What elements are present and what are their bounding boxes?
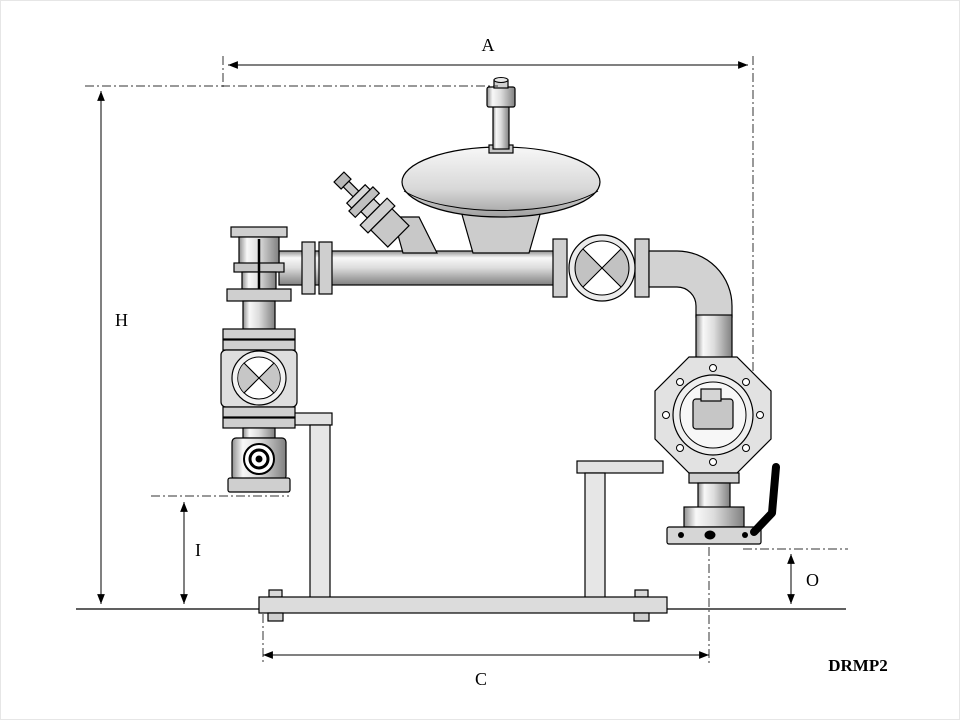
regulator-dome-seam bbox=[403, 190, 599, 211]
base-foot-right bbox=[633, 612, 650, 622]
lever-handle bbox=[750, 463, 780, 536]
regulator-stem bbox=[492, 104, 510, 150]
pilot-relief-valve bbox=[333, 171, 438, 254]
frame-right-column bbox=[584, 472, 606, 600]
pipe-flange-left-2 bbox=[318, 241, 333, 295]
dimension-h: H bbox=[85, 85, 498, 604]
pipe-flange-left-1 bbox=[301, 241, 316, 295]
dimension-a: A bbox=[222, 35, 754, 371]
outlet-flange-assembly bbox=[666, 472, 762, 545]
inlet-vertical-assembly bbox=[220, 226, 298, 493]
dimension-h-label: H bbox=[115, 310, 128, 330]
outlet-ball-valve bbox=[654, 356, 772, 474]
dimension-i-label: I bbox=[195, 540, 201, 560]
dimension-i: I bbox=[151, 495, 289, 604]
regulator-cap bbox=[486, 86, 516, 108]
base-foot-left bbox=[267, 612, 284, 622]
flow-indicator-valve bbox=[220, 349, 298, 408]
valve-actuator bbox=[692, 398, 734, 430]
butterfly-sight-valve bbox=[552, 234, 650, 302]
dimension-c: C bbox=[262, 547, 710, 689]
dimension-a-label: A bbox=[482, 35, 495, 55]
outlet-port bbox=[704, 530, 716, 540]
regulator-dome bbox=[401, 146, 601, 218]
support-frame bbox=[283, 412, 664, 600]
dimension-o: O bbox=[743, 548, 848, 604]
frame-right-shelf bbox=[576, 460, 664, 474]
dimension-c-label: C bbox=[475, 669, 487, 689]
model-label: DRMP2 bbox=[828, 656, 887, 675]
frame-left-column bbox=[309, 424, 331, 600]
base-plate-body bbox=[258, 596, 668, 614]
dimension-o-label: O bbox=[806, 570, 819, 590]
inlet-bottom-flange bbox=[227, 477, 291, 493]
base-plate bbox=[258, 589, 668, 622]
pressure-regulator bbox=[401, 77, 601, 254]
sight-glass bbox=[231, 437, 287, 481]
